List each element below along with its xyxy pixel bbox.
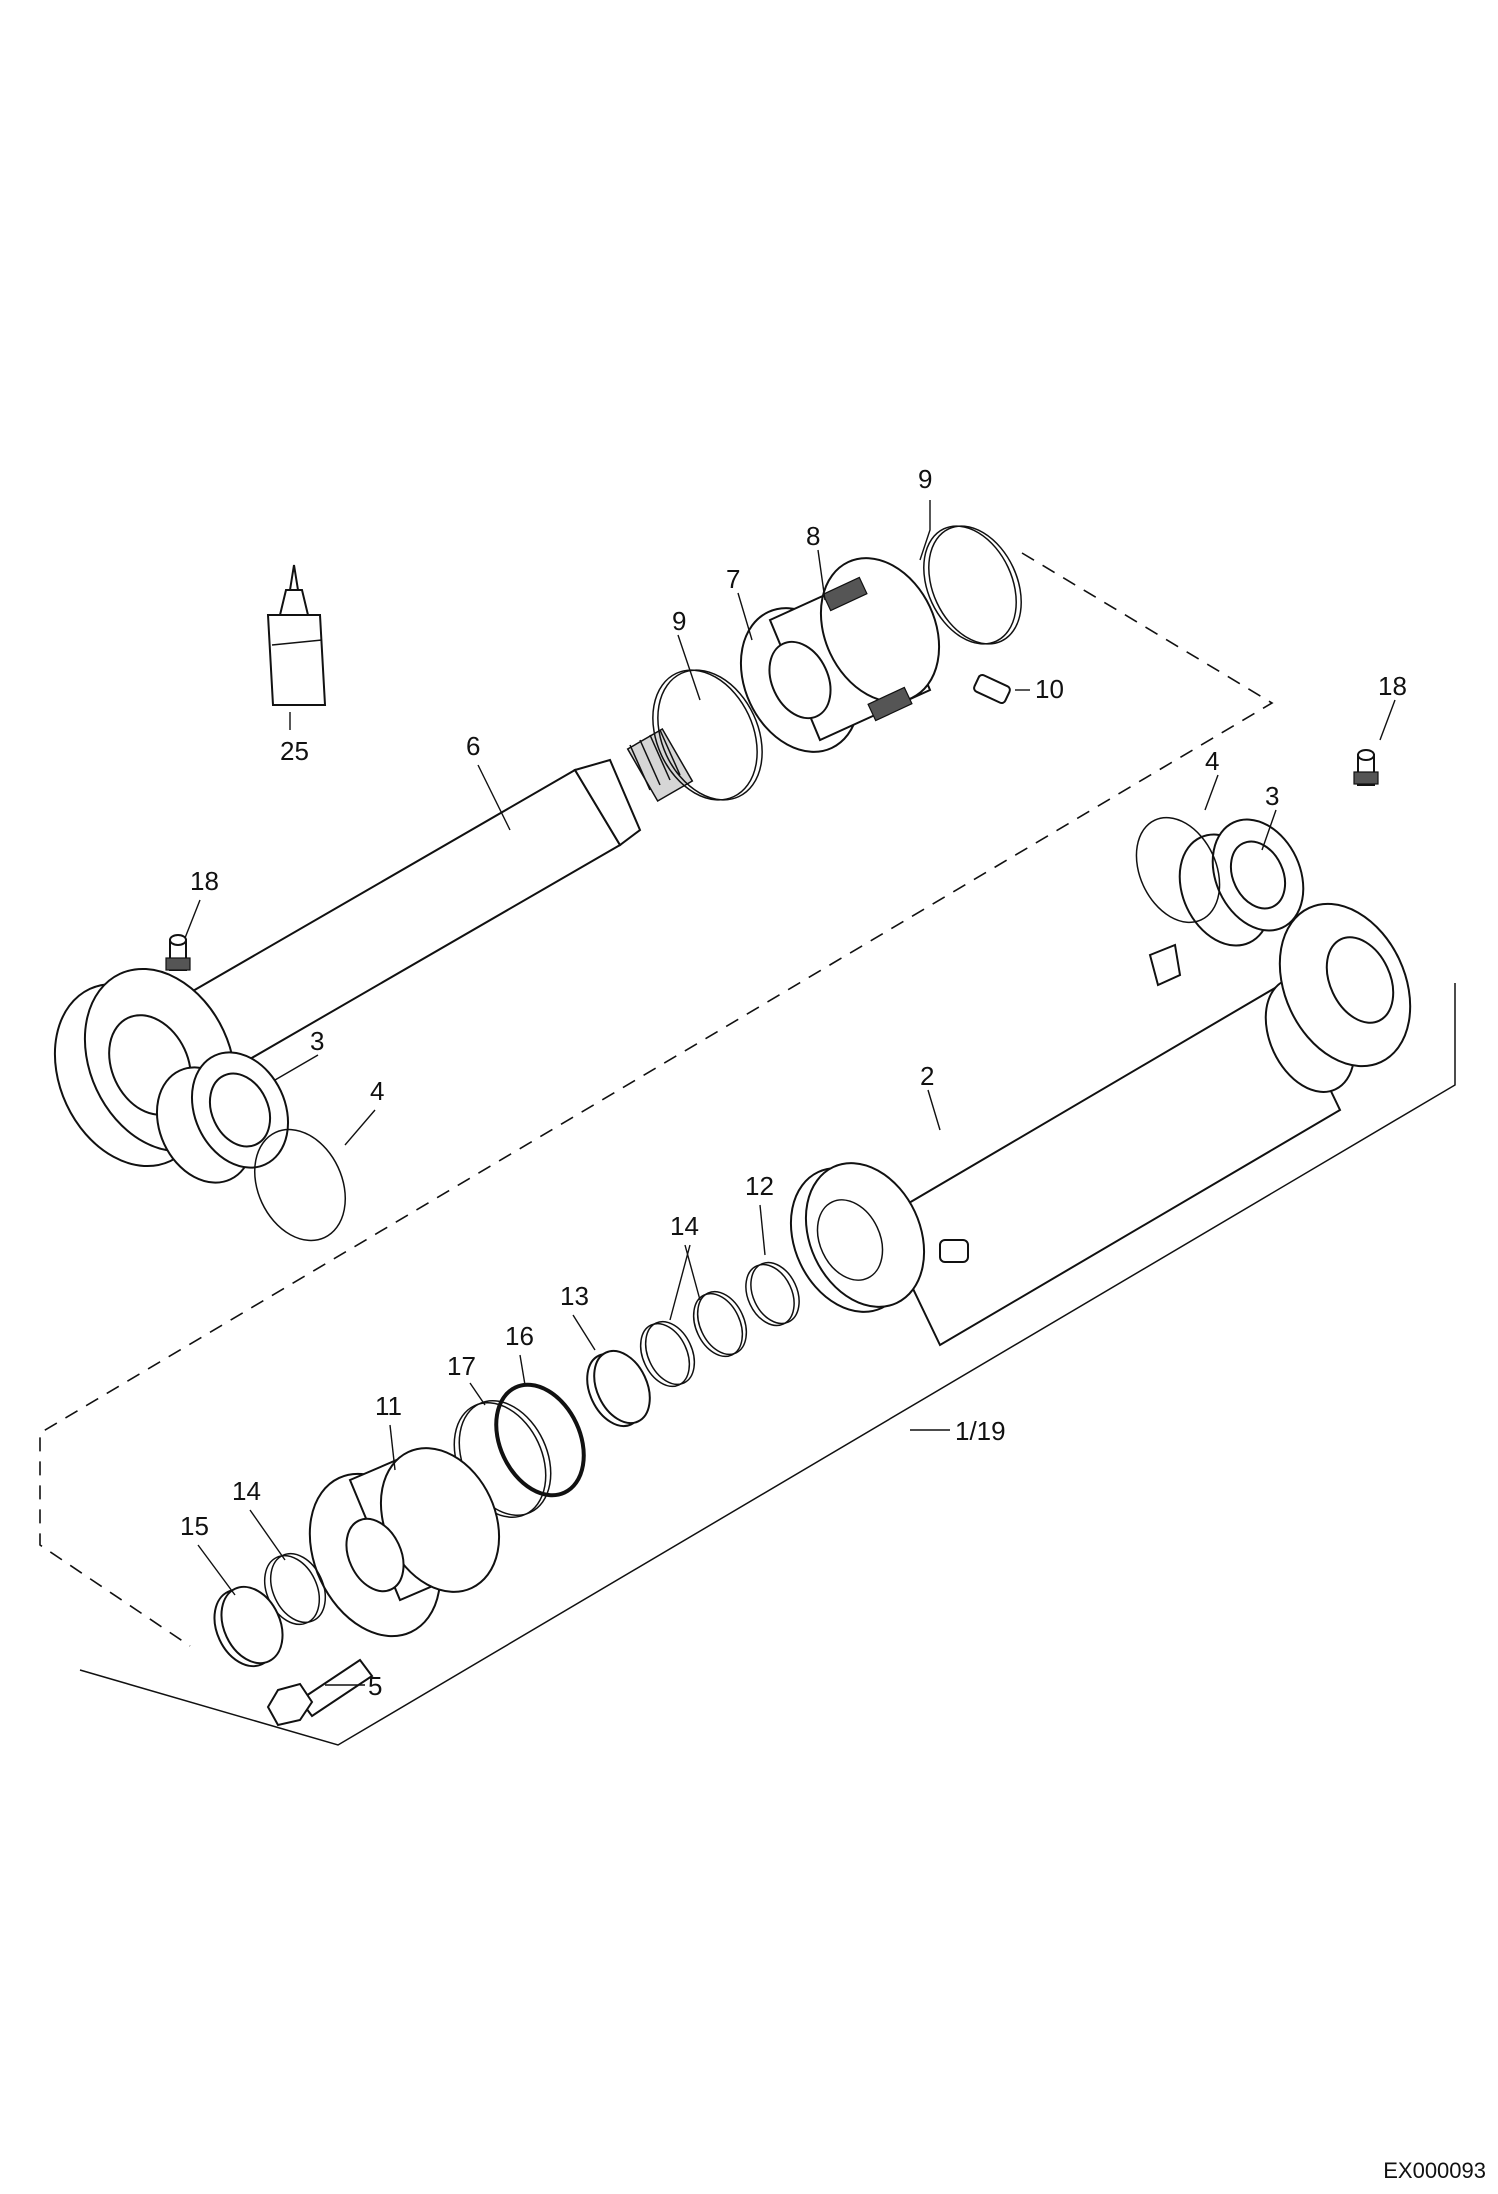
guide-ring-left	[652, 669, 763, 801]
callout-4-right: 4	[1205, 746, 1219, 776]
callout-7: 7	[726, 564, 740, 594]
grease-nipple-left	[165, 934, 191, 971]
tube-lug	[1148, 943, 1182, 987]
cylinder-head	[308, 1447, 501, 1638]
callout-25: 25	[280, 736, 309, 766]
assembly-boundary	[79, 983, 1456, 1746]
callout-6: 6	[466, 731, 480, 761]
bushing-right	[1178, 818, 1305, 947]
callout-18-right: 18	[1378, 671, 1407, 701]
piston-rod	[158, 727, 694, 1087]
piston	[739, 557, 941, 753]
callout-4-left: 4	[370, 1076, 384, 1106]
circlip-right	[1135, 816, 1221, 924]
guide-ring-right	[923, 525, 1022, 645]
callout-5: 5	[368, 1671, 382, 1701]
leader-lines	[184, 500, 1396, 1686]
callout-11: 11	[375, 1391, 402, 1421]
tube-flange	[789, 1162, 926, 1313]
rod-seal-13	[586, 1349, 651, 1428]
callout-8: 8	[806, 521, 820, 551]
grease-nipple-right	[1353, 749, 1379, 786]
callout-1-19: 1/19	[955, 1416, 1006, 1446]
compound-tube	[266, 564, 327, 706]
callout-10: 10	[1035, 674, 1064, 704]
callout-14-low: 14	[232, 1476, 261, 1506]
callout-labels: 25 6 9 9 7 8 10 18 4 3 18 3 4 2 12 14 13…	[180, 464, 1407, 1701]
callout-9-right: 9	[918, 464, 932, 494]
cylinder-eye	[1278, 902, 1412, 1068]
reference-code: EX000093	[1383, 2158, 1486, 2183]
callout-12: 12	[745, 1171, 774, 1201]
seal-ring-12	[745, 1261, 800, 1327]
callout-3-right: 3	[1265, 781, 1279, 811]
callout-15: 15	[180, 1511, 209, 1541]
callout-17: 17	[447, 1351, 476, 1381]
callout-14-mid: 14	[670, 1211, 699, 1241]
callout-18-left: 18	[190, 866, 219, 896]
callout-16: 16	[505, 1321, 534, 1351]
callout-3-left: 3	[310, 1026, 324, 1056]
callout-2: 2	[920, 1061, 934, 1091]
kit-boundary-dashed	[39, 552, 1274, 1647]
circlip-left	[253, 1128, 347, 1242]
o-ring-16	[494, 1382, 586, 1498]
callout-9-left: 9	[672, 606, 686, 636]
nut-15	[213, 1585, 284, 1668]
wiper-ring-14-mid	[692, 1290, 748, 1358]
port-fitting	[939, 1239, 969, 1263]
set-screw	[973, 673, 1011, 705]
callout-13: 13	[560, 1281, 589, 1311]
wiper-ring-14-second	[639, 1320, 696, 1388]
rod-thread	[629, 729, 681, 791]
bushing-left	[155, 1051, 290, 1184]
bolt-5	[266, 1658, 374, 1727]
